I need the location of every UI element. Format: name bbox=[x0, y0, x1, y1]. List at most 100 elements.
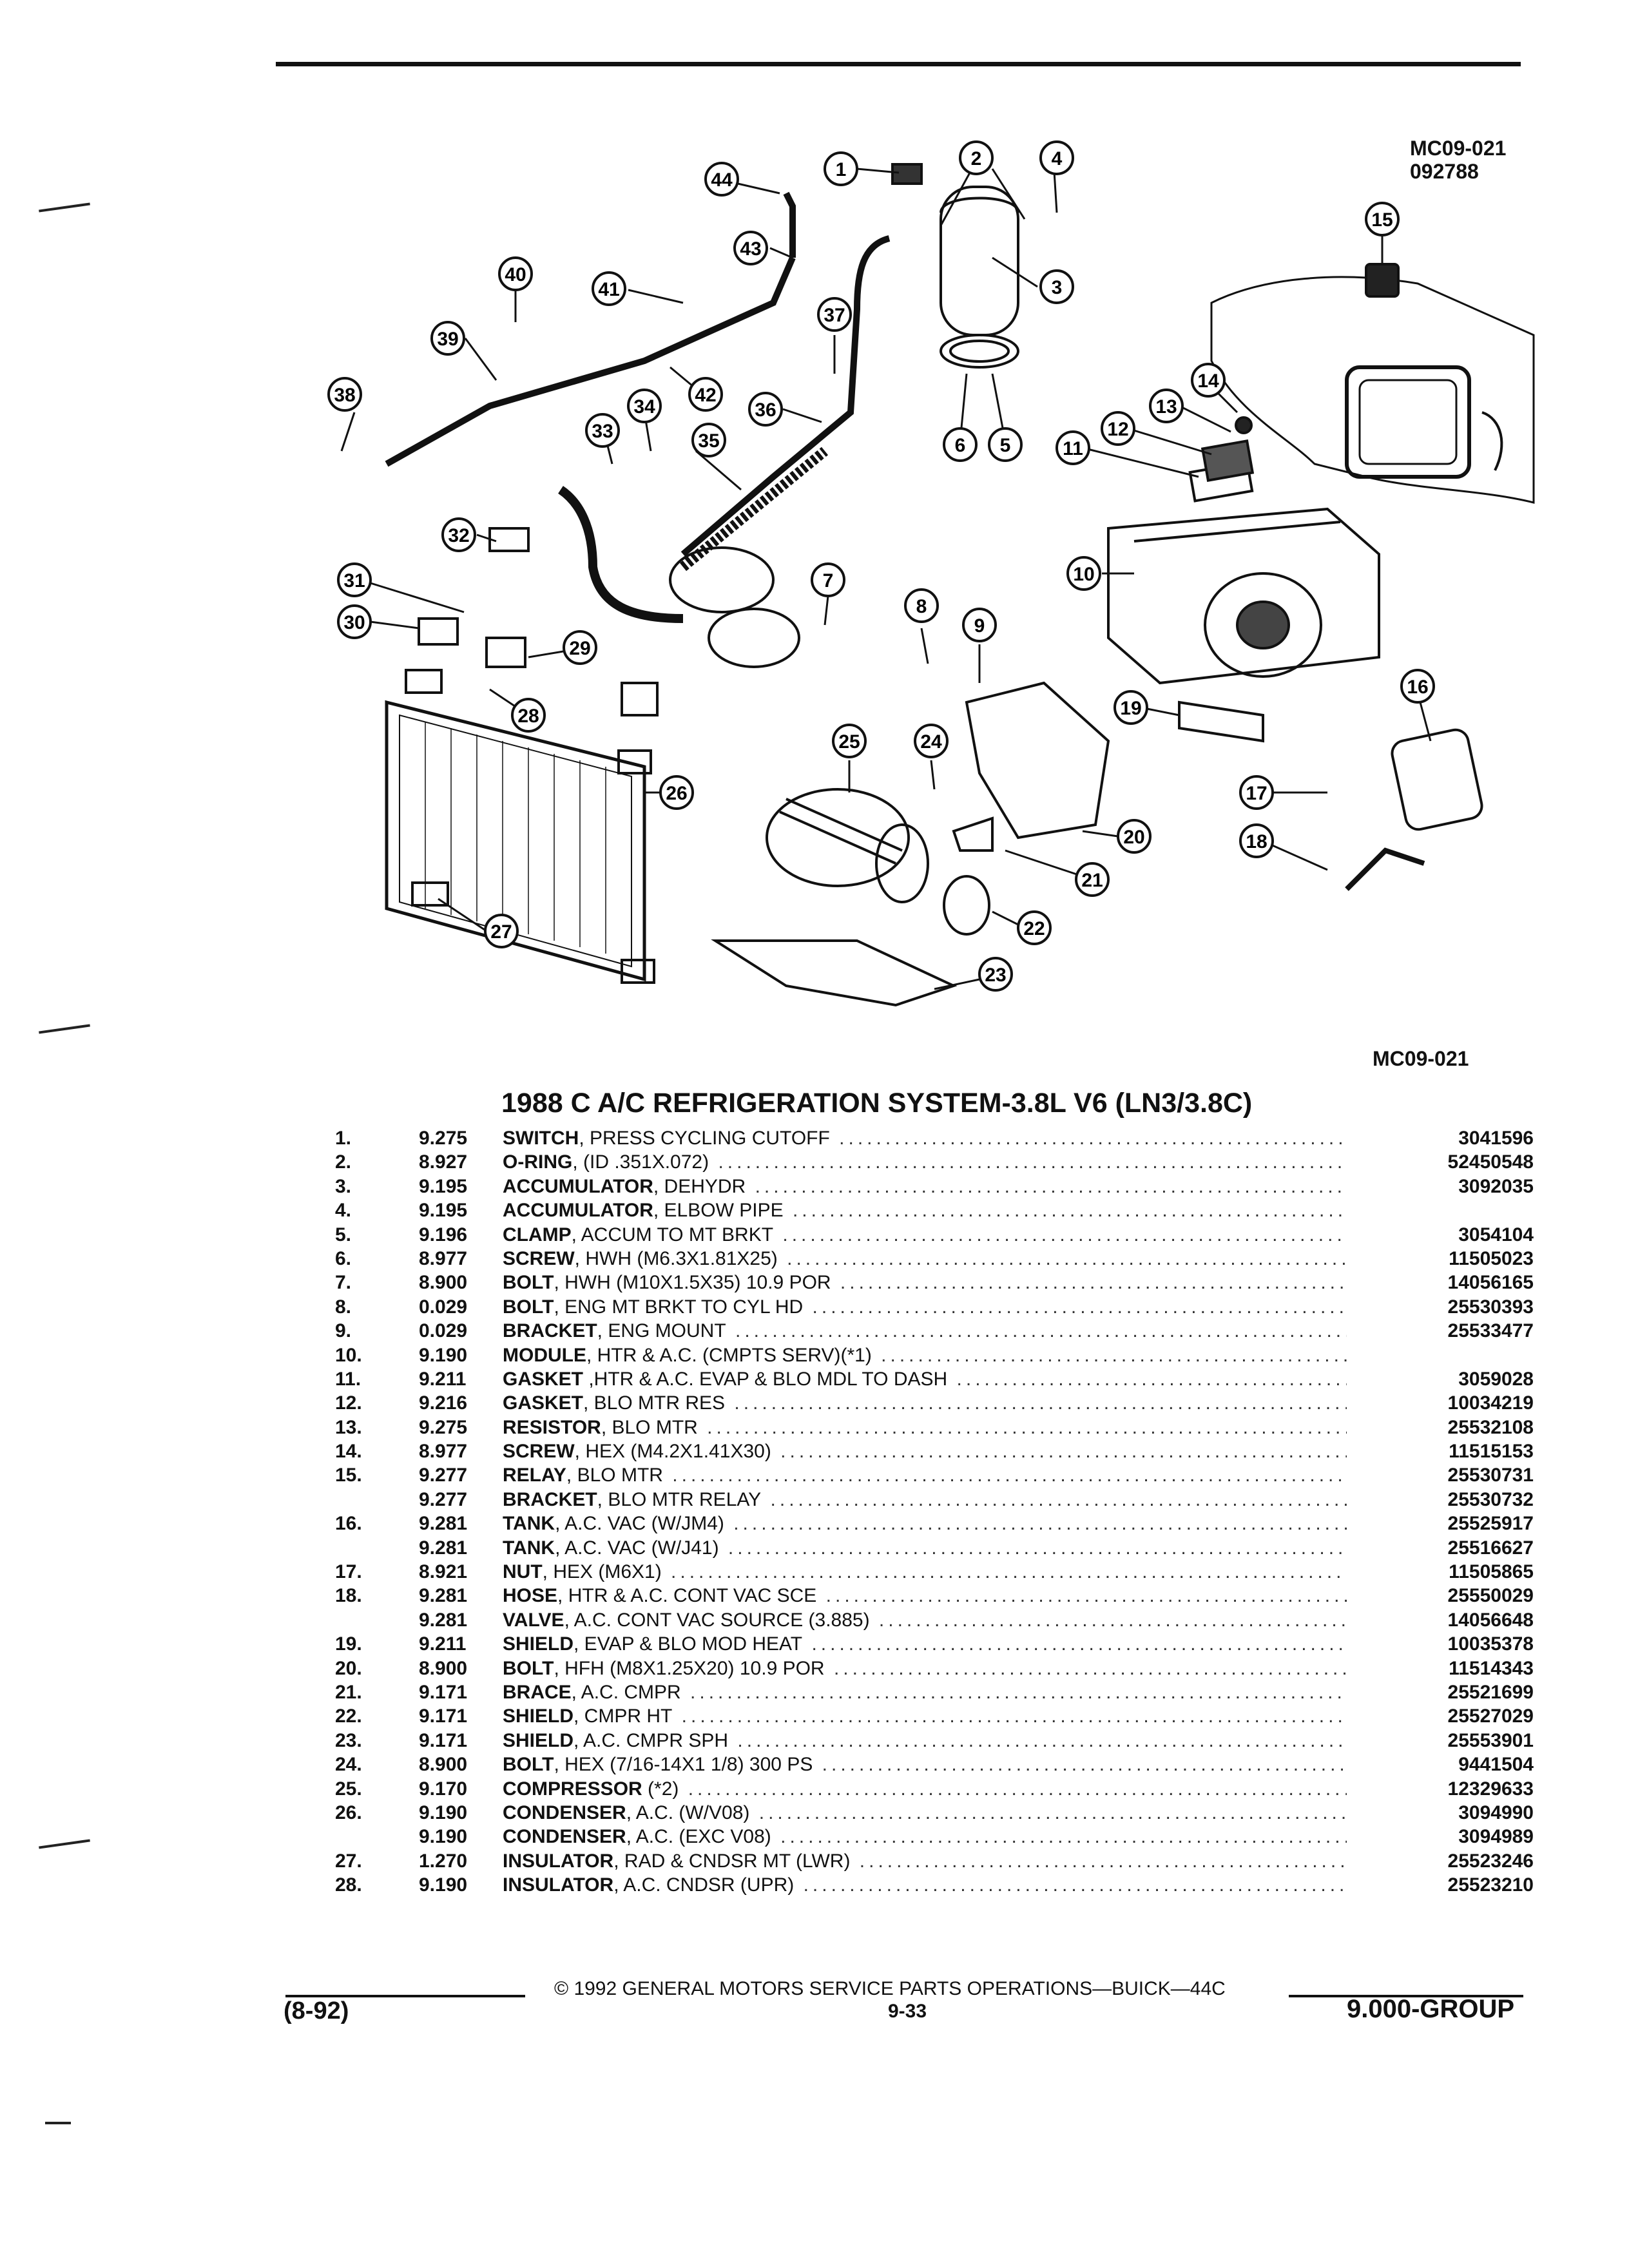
part-description: SCREW, HWH (M6.3X1.81X25) ..............… bbox=[503, 1247, 1347, 1271]
part-detail: , HFH (M8X1.25X20) 10.9 POR bbox=[554, 1657, 825, 1679]
part-description: BOLT, ENG MT BRKT TO CYL HD ............… bbox=[503, 1295, 1347, 1319]
part-number: 25527029 bbox=[1447, 1706, 1534, 1727]
part-index: 11. bbox=[335, 1368, 361, 1390]
svg-text:20: 20 bbox=[1123, 827, 1144, 848]
revision-date: (8-92) bbox=[284, 1997, 349, 2024]
leader-dots: ........................................… bbox=[812, 1296, 1347, 1318]
callout-35: 35 bbox=[691, 423, 726, 457]
callout-28: 28 bbox=[511, 698, 546, 733]
group-number: 8.921 bbox=[419, 1561, 468, 1583]
svg-text:36: 36 bbox=[755, 399, 776, 421]
svg-text:29: 29 bbox=[569, 638, 590, 659]
leader-dots: ........................................… bbox=[734, 1392, 1347, 1414]
part-description: VALVE, A.C. CONT VAC SOURCE (3.885) ....… bbox=[503, 1608, 1347, 1632]
part-detail: , A.C. VAC (W/J41) bbox=[555, 1537, 719, 1559]
part-detail: , HEX (M4.2X1.41X30) bbox=[574, 1441, 771, 1463]
part-number: 52450548 bbox=[1447, 1151, 1534, 1173]
group-number: 0.029 bbox=[419, 1296, 468, 1318]
top-rule bbox=[276, 62, 1521, 66]
callout-31: 31 bbox=[337, 562, 372, 597]
part-index: 9. bbox=[335, 1320, 352, 1342]
group-number: 9.281 bbox=[419, 1513, 468, 1535]
svg-text:41: 41 bbox=[598, 279, 619, 300]
svg-text:5: 5 bbox=[1000, 435, 1011, 456]
part-name: BOLT bbox=[503, 1754, 554, 1776]
callout-10: 10 bbox=[1066, 556, 1101, 591]
leader-dots: ........................................… bbox=[718, 1151, 1347, 1173]
part-detail: , PRESS CYCLING CUTOFF bbox=[579, 1128, 830, 1149]
callout-9: 9 bbox=[962, 608, 997, 642]
part-index: 15. bbox=[335, 1465, 362, 1486]
part-name: GASKET bbox=[503, 1392, 584, 1414]
callout-30: 30 bbox=[337, 604, 372, 639]
svg-text:16: 16 bbox=[1407, 677, 1428, 698]
part-description: SHIELD, CMPR HT ........................… bbox=[503, 1704, 1347, 1728]
svg-text:40: 40 bbox=[505, 264, 526, 285]
part-name: O-RING bbox=[503, 1151, 573, 1173]
leader-dots: ........................................… bbox=[755, 1175, 1347, 1197]
svg-text:7: 7 bbox=[823, 570, 834, 591]
svg-text:19: 19 bbox=[1120, 698, 1141, 719]
svg-text:14: 14 bbox=[1197, 370, 1219, 392]
part-detail: , BLO MTR bbox=[566, 1465, 663, 1486]
callout-36: 36 bbox=[748, 392, 783, 427]
part-description: COMPRESSOR (*2) ........................… bbox=[503, 1777, 1347, 1801]
part-description: SWITCH, PRESS CYCLING CUTOFF ...........… bbox=[503, 1126, 1347, 1150]
part-name: CONDENSER bbox=[503, 1802, 626, 1823]
part-index: 5. bbox=[335, 1224, 352, 1245]
part-description: SHIELD, EVAP & BLO MOD HEAT ............… bbox=[503, 1632, 1347, 1656]
part-number: 25530732 bbox=[1447, 1488, 1534, 1510]
svg-text:26: 26 bbox=[666, 783, 687, 804]
part-name: BOLT bbox=[503, 1296, 554, 1318]
leader-dots: ........................................… bbox=[737, 1729, 1347, 1751]
part-description: HOSE, HTR & A.C. CONT VAC SCE ..........… bbox=[503, 1584, 1347, 1608]
part-detail: , A.C. CONT VAC SOURCE (3.885) bbox=[564, 1609, 870, 1631]
part-name: CLAMP bbox=[503, 1224, 572, 1245]
group-number: 9.195 bbox=[419, 1175, 468, 1197]
part-number: 25521699 bbox=[1447, 1681, 1534, 1703]
leader-dots: ........................................… bbox=[672, 1465, 1347, 1486]
leader-dots: ........................................… bbox=[825, 1585, 1347, 1607]
part-number: 10034219 bbox=[1447, 1392, 1534, 1414]
footer-rule-right bbox=[1289, 1995, 1523, 1997]
svg-text:11: 11 bbox=[1063, 438, 1083, 459]
callout-24: 24 bbox=[914, 724, 949, 758]
part-number: 12329633 bbox=[1447, 1778, 1534, 1800]
leader-dots: ........................................… bbox=[811, 1633, 1347, 1655]
part-description: ACCUMULATOR, ELBOW PIPE ................… bbox=[503, 1198, 1347, 1222]
group-number: 9.190 bbox=[419, 1826, 468, 1848]
leader-dots: ........................................… bbox=[735, 1320, 1347, 1342]
svg-text:34: 34 bbox=[633, 396, 655, 418]
part-detail: , (ID .351X.072) bbox=[572, 1151, 709, 1173]
part-number: 25530393 bbox=[1447, 1296, 1534, 1318]
leader-dots: ........................................… bbox=[839, 1128, 1347, 1149]
group-number: 1.270 bbox=[419, 1850, 468, 1872]
part-index: 28. bbox=[335, 1874, 362, 1896]
part-detail: , BLO MTR bbox=[601, 1416, 698, 1438]
part-name: SCREW bbox=[503, 1441, 575, 1463]
svg-text:25: 25 bbox=[838, 731, 860, 753]
part-description: TANK, A.C. VAC (W/JM4) .................… bbox=[503, 1512, 1347, 1535]
part-number: 25523246 bbox=[1447, 1850, 1534, 1872]
figure-date: 092788 bbox=[1410, 160, 1479, 183]
callout-22: 22 bbox=[1017, 910, 1052, 945]
leader-dots: ........................................… bbox=[782, 1224, 1347, 1245]
part-name: HOSE bbox=[503, 1585, 558, 1607]
part-name: ACCUMULATOR bbox=[503, 1175, 653, 1197]
callout-8: 8 bbox=[904, 588, 939, 623]
part-detail: , A.C. (W/V08) bbox=[626, 1802, 750, 1823]
svg-text:2: 2 bbox=[971, 148, 982, 169]
part-name: BOLT bbox=[503, 1657, 554, 1679]
part-description: BOLT, HWH (M10X1.5X35) 10.9 POR ........… bbox=[503, 1271, 1347, 1294]
callout-25: 25 bbox=[832, 724, 867, 758]
svg-text:3: 3 bbox=[1052, 277, 1063, 298]
footer-rule-left bbox=[285, 1995, 525, 1997]
